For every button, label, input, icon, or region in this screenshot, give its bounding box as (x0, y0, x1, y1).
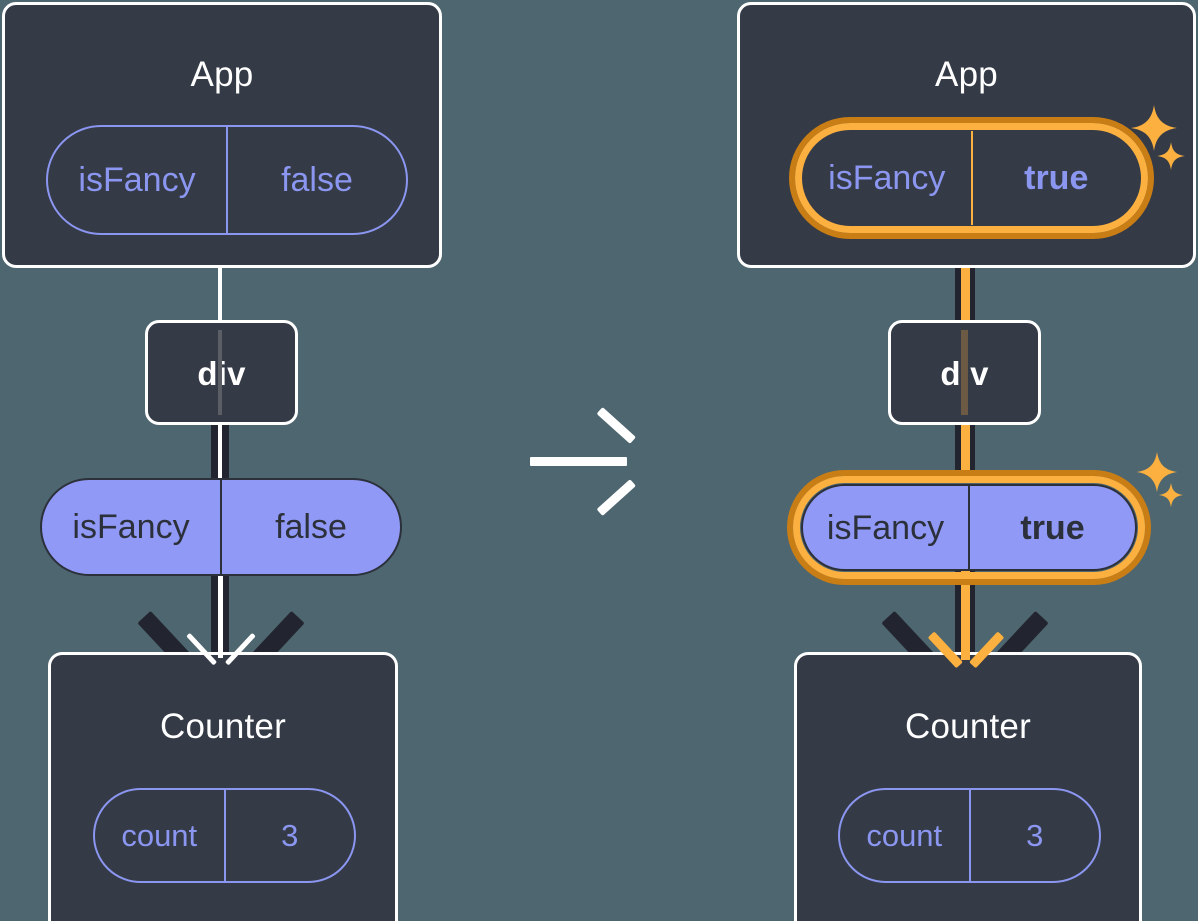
prop-pill-value: true (1020, 508, 1085, 547)
state-pill-count-counter-after[interactable]: count 3 (838, 788, 1101, 883)
component-title-counter-after: Counter (905, 707, 1031, 746)
state-pill-count-counter-before[interactable]: count 3 (93, 788, 356, 883)
component-title-app-before: App (190, 55, 254, 94)
connector-app-to-div-before (218, 262, 222, 322)
state-pill-divider (226, 127, 228, 233)
arrowhead-prop-to-counter-after-orange (927, 618, 1005, 670)
component-box-counter-after[interactable]: Counter count 3 (794, 652, 1142, 921)
arrow-shaft-prop-to-counter-before-white (218, 565, 223, 658)
connector-inside-div-after (961, 330, 968, 415)
state-pill-isfancy-app-before[interactable]: isFancy false (46, 125, 408, 235)
state-pill-divider (970, 131, 973, 225)
state-pill-value: true (1024, 159, 1089, 197)
transition-arrow (530, 407, 645, 516)
sparkle-small-icon-app-after (1157, 142, 1185, 170)
sparkle-large-icon-prop-after (1136, 451, 1178, 493)
prop-pill-divider (220, 480, 222, 574)
prop-pill-name: isFancy (72, 508, 190, 546)
state-pill-divider (968, 790, 971, 881)
component-box-app-before[interactable]: App isFancy false (2, 2, 442, 268)
state-pill-value: 3 (1026, 818, 1044, 853)
state-pill-name: isFancy (78, 161, 196, 199)
state-pill-name: isFancy (828, 159, 946, 197)
highlight-ring-outer-prop-after (787, 470, 1151, 585)
highlight-ring-inner-app-after (795, 123, 1148, 233)
state-pill-value: 3 (281, 818, 299, 853)
highlight-ring-inner-prop-after (793, 476, 1145, 579)
arrow-shaft-prop-to-counter-after-orange (961, 565, 970, 660)
prop-pill-name: isFancy (826, 508, 945, 547)
state-pill-name: count (121, 818, 198, 853)
connector-div-to-prop-after-orange (961, 420, 970, 482)
connector-app-to-div-after-orange (961, 225, 970, 325)
prop-pill-isfancy-after[interactable]: isFancy true (801, 484, 1137, 571)
prop-pill-value: false (275, 508, 347, 546)
connector-inside-div-before (218, 330, 222, 415)
state-pill-value: false (281, 161, 353, 199)
sparkle-large-icon-app-after (1131, 105, 1177, 151)
component-title-counter-before: Counter (160, 707, 286, 746)
highlight-ring-outer-app-after (789, 117, 1154, 239)
sparkle-small-icon-prop-after (1158, 482, 1184, 508)
component-title-app-after: App (935, 55, 998, 94)
component-box-counter-before[interactable]: Counter count 3 (48, 652, 398, 921)
state-pill-name: count (866, 818, 943, 853)
connector-div-to-prop-before-white (218, 420, 222, 482)
state-pill-isfancy-app-after[interactable]: isFancy true (803, 131, 1140, 225)
prop-pill-divider (968, 486, 970, 569)
state-pill-divider (223, 790, 226, 881)
arrowhead-prop-to-counter-before-white (186, 618, 256, 668)
prop-pill-isfancy-before[interactable]: isFancy false (40, 478, 402, 576)
